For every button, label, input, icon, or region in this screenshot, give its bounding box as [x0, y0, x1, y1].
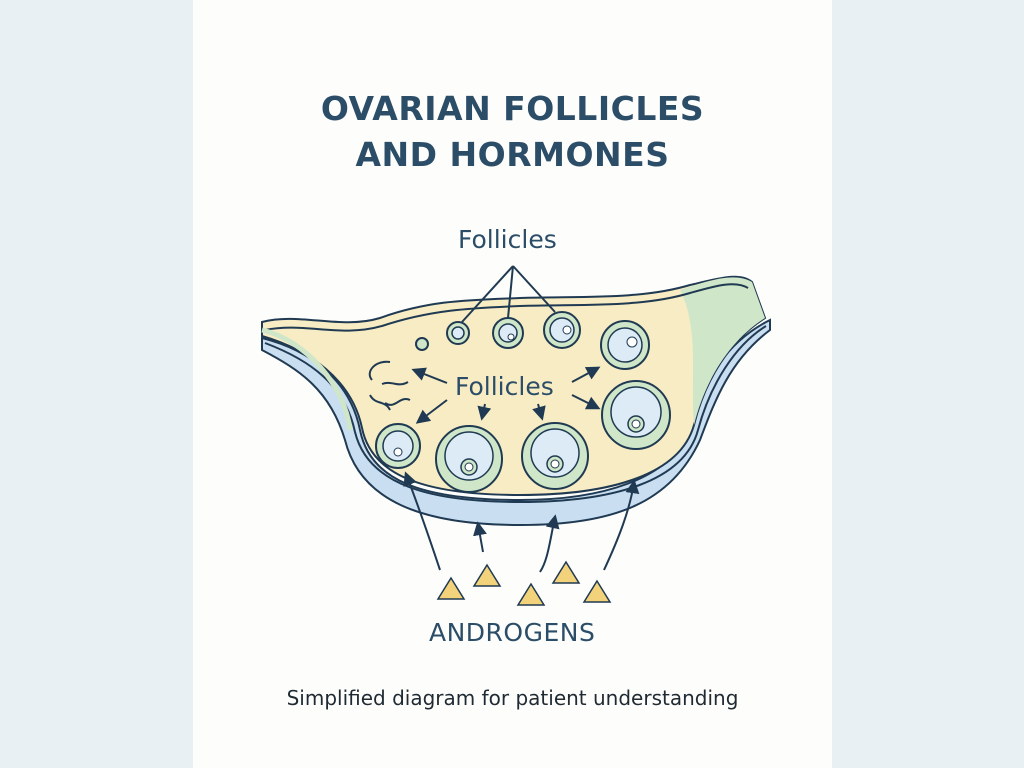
green-cortex-right — [680, 277, 765, 425]
antral-follicle-large-2 — [521, 422, 589, 490]
label-androgens: ANDROGENS — [429, 618, 596, 647]
primary-follicle — [446, 321, 470, 345]
secondary-follicle — [492, 317, 524, 349]
primordial-follicle — [415, 337, 429, 351]
label-follicles-center: Follicles — [455, 372, 554, 401]
antral-follicle-large-3 — [601, 380, 671, 450]
androgen-arrows — [403, 471, 640, 573]
caption: Simplified diagram for patient understan… — [286, 686, 739, 710]
page-title: OVARIAN FOLLICLES AND HORMONES — [193, 86, 832, 178]
cortex-inner-line — [264, 283, 749, 332]
top-label-pointers — [461, 265, 556, 323]
antral-follicle-small — [375, 423, 421, 469]
androgen-molecules — [436, 560, 612, 606]
title-line-1: OVARIAN FOLLICLES — [320, 89, 705, 128]
outer-blue-layer — [261, 318, 771, 527]
title-line-2: AND HORMONES — [355, 135, 670, 174]
ovary-diagram — [261, 265, 771, 606]
antral-follicle-large-1 — [435, 425, 503, 493]
diagram-card: OVARIAN FOLLICLES AND HORMONES — [193, 0, 832, 768]
antral-follicle-upper-right — [600, 320, 650, 370]
center-label-arrows — [411, 366, 601, 424]
early-antral-follicle — [543, 311, 581, 349]
squiggle-remnant — [368, 360, 411, 411]
label-follicles-top: Follicles — [458, 225, 557, 254]
